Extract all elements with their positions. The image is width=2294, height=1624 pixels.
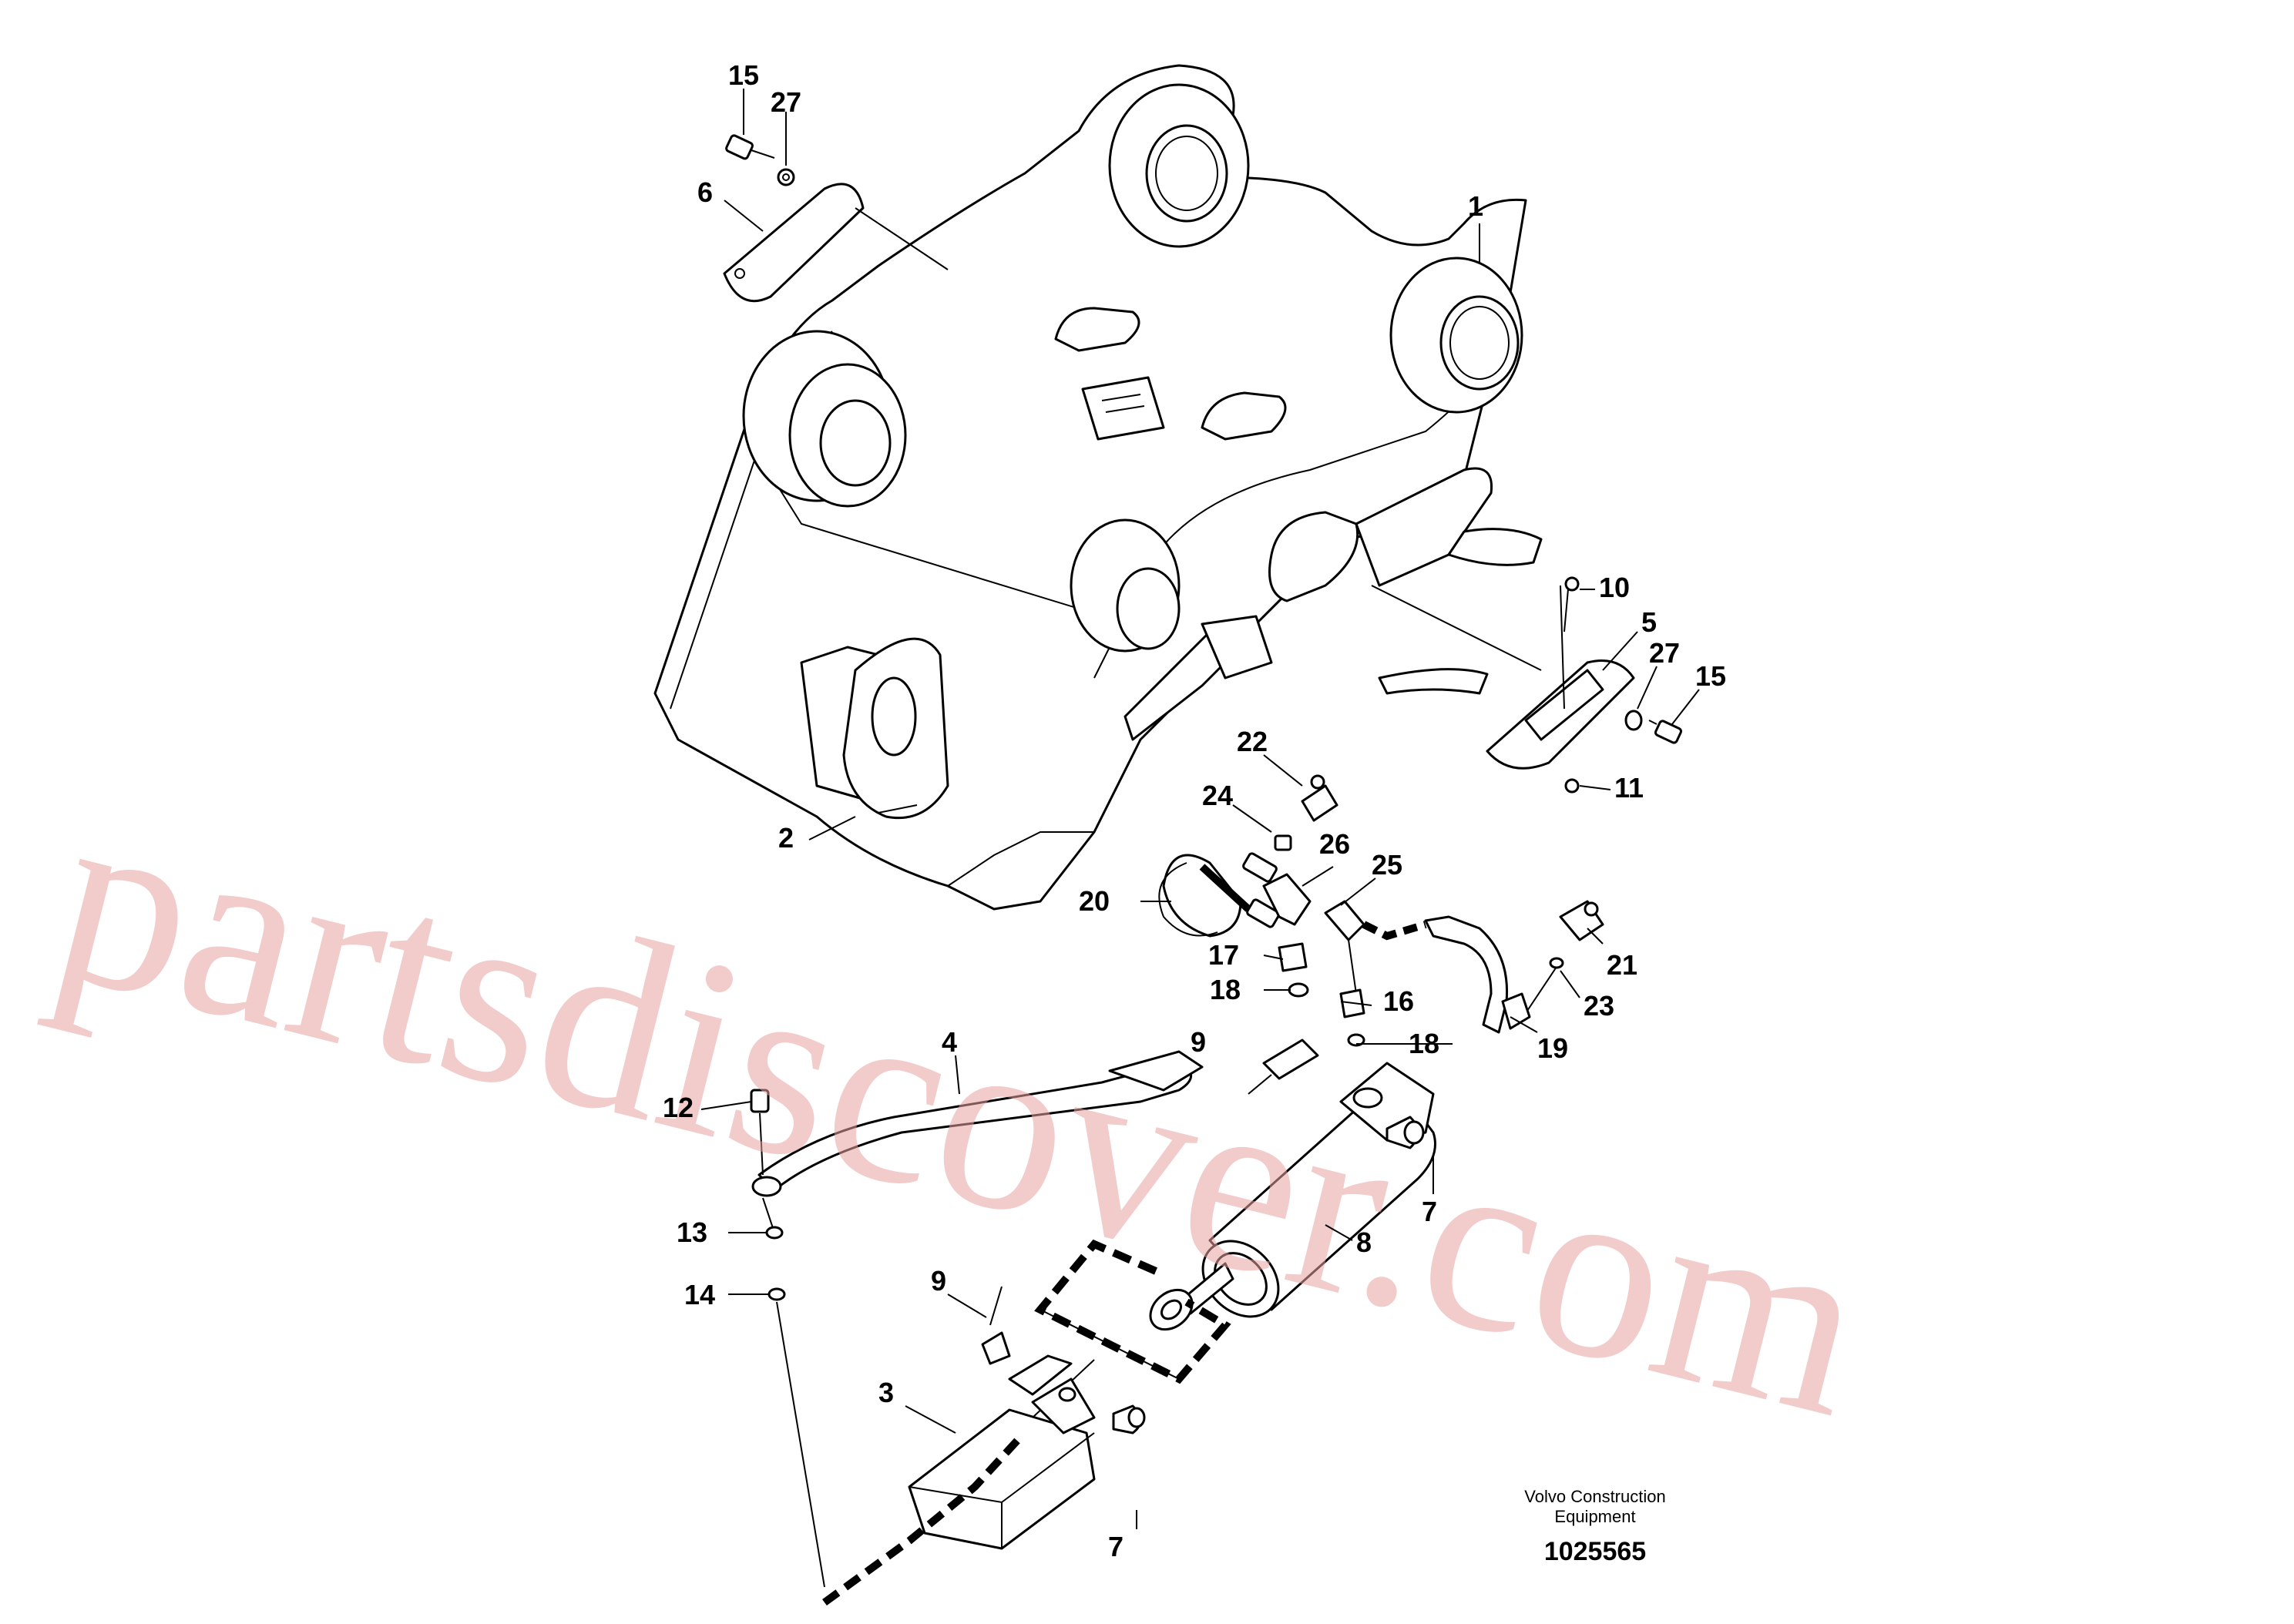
callout-18-right: 18 (1409, 1028, 1439, 1059)
rod-4 (750, 1050, 1204, 1588)
callout-7-right: 7 (1422, 1196, 1437, 1227)
callout-12: 12 (663, 1092, 694, 1123)
hydraulic-cylinder-8 (1149, 1038, 1436, 1331)
callout-8: 8 (1356, 1226, 1372, 1258)
cover-plate-5 (1371, 576, 1683, 794)
callout-15-top: 15 (728, 59, 759, 91)
callout-labels: 1 2 3 4 5 6 7 7 8 9 9 10 11 12 13 14 15 … (663, 59, 1726, 1562)
callout-22: 22 (1237, 726, 1268, 757)
callout-leaders (700, 89, 1700, 1529)
callout-18-left: 18 (1210, 974, 1241, 1005)
callout-27-top: 27 (771, 86, 801, 118)
callout-5: 5 (1641, 606, 1657, 638)
manufacturer-line-1: Volvo Construction (1524, 1487, 1665, 1506)
callout-1: 1 (1468, 190, 1483, 222)
manufacturer-line-2: Equipment (1554, 1507, 1635, 1526)
callout-14: 14 (684, 1279, 715, 1310)
callout-17: 17 (1208, 939, 1239, 971)
callout-11: 11 (1614, 772, 1644, 804)
callout-10: 10 (1599, 572, 1630, 603)
callout-4: 4 (942, 1026, 957, 1058)
callout-27-right: 27 (1649, 637, 1680, 669)
coupler-frame (653, 64, 1543, 911)
hose-assembly-20 (1158, 774, 1604, 1047)
callout-21: 21 (1607, 949, 1637, 981)
callout-9-upper: 9 (1191, 1026, 1206, 1058)
caption-block: Volvo Construction Equipment 1025565 (1524, 1487, 1665, 1566)
callout-24: 24 (1202, 780, 1233, 811)
drawing-number: 1025565 (1544, 1537, 1646, 1566)
callout-26: 26 (1319, 828, 1350, 860)
callout-9-lower: 9 (931, 1265, 946, 1297)
callout-23: 23 (1584, 990, 1614, 1022)
callout-25: 25 (1372, 849, 1402, 881)
locking-block-3 (822, 1286, 1146, 1606)
callout-16: 16 (1383, 985, 1414, 1017)
callout-3: 3 (878, 1377, 894, 1408)
callout-2: 2 (778, 822, 794, 854)
callout-19: 19 (1537, 1032, 1568, 1064)
cover-plate-6 (723, 183, 949, 303)
callout-7-lower: 7 (1108, 1531, 1123, 1562)
callout-13: 13 (677, 1216, 707, 1248)
callout-6: 6 (697, 176, 713, 208)
callout-20: 20 (1079, 885, 1110, 917)
callout-15-right: 15 (1695, 660, 1726, 692)
bolt-15-top (725, 134, 795, 186)
